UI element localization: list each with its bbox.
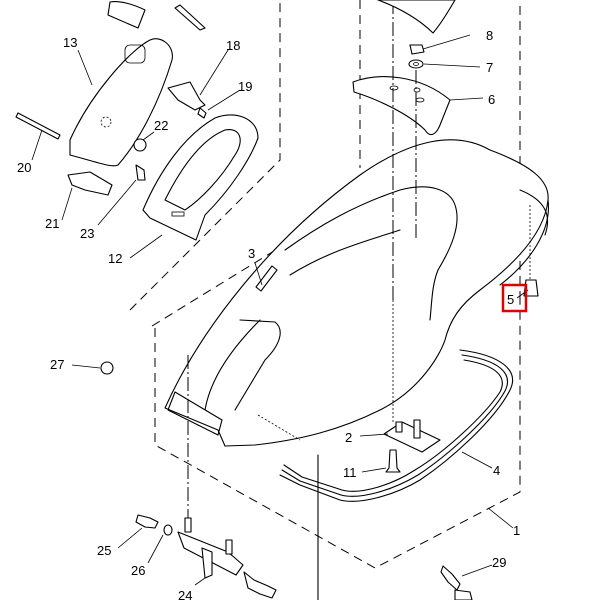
nut (409, 44, 425, 55)
highlight-box (501, 283, 528, 313)
callout-8[interactable]: 8 (486, 28, 493, 43)
hinge-rod (15, 112, 61, 140)
seat-damper (523, 205, 539, 297)
washer (163, 524, 173, 536)
hook-bracket (177, 517, 244, 579)
callout-5[interactable]: 5 (507, 292, 514, 307)
callout-25[interactable]: 25 (97, 543, 111, 558)
bracket (67, 171, 113, 196)
callout-23[interactable]: 23 (80, 226, 94, 241)
nut (100, 361, 114, 375)
storage-frame (142, 114, 259, 241)
callout-2[interactable]: 2 (345, 430, 352, 445)
callout-24[interactable]: 24 (178, 588, 192, 600)
callout-22[interactable]: 22 (154, 118, 168, 133)
callout-27[interactable]: 27 (50, 357, 64, 372)
callout-18[interactable]: 18 (226, 38, 240, 53)
grab-handle (352, 76, 451, 136)
callout-20[interactable]: 20 (17, 160, 31, 175)
callout-7[interactable]: 7 (486, 60, 493, 75)
hose-end (454, 589, 473, 600)
bolt (243, 571, 277, 599)
seat (164, 139, 550, 447)
callout-19[interactable]: 19 (238, 79, 252, 94)
bolt (385, 449, 401, 473)
callout-21[interactable]: 21 (45, 216, 59, 231)
bolt (135, 514, 159, 529)
lid (69, 38, 173, 167)
leader-lines (31, 34, 529, 586)
callout-6[interactable]: 6 (488, 92, 495, 107)
cap (133, 138, 147, 152)
callout-13[interactable]: 13 (63, 35, 77, 50)
washer (408, 59, 424, 69)
stopper-pin (255, 265, 278, 292)
screw (197, 107, 207, 119)
callout-4[interactable]: 4 (493, 463, 500, 478)
screw-grommet (135, 164, 146, 181)
callout-1[interactable]: 1 (513, 523, 520, 538)
callout-3[interactable]: 3 (248, 246, 255, 261)
callout-26[interactable]: 26 (131, 563, 145, 578)
seat-latch-plate (383, 419, 441, 453)
seat-seal (279, 349, 514, 502)
hinge-bracket (167, 81, 206, 111)
callout-11[interactable]: 11 (343, 465, 357, 480)
callout-29[interactable]: 29 (492, 555, 506, 570)
fitting (440, 565, 461, 591)
top-cover (107, 0, 456, 34)
callout-12[interactable]: 12 (108, 251, 122, 266)
